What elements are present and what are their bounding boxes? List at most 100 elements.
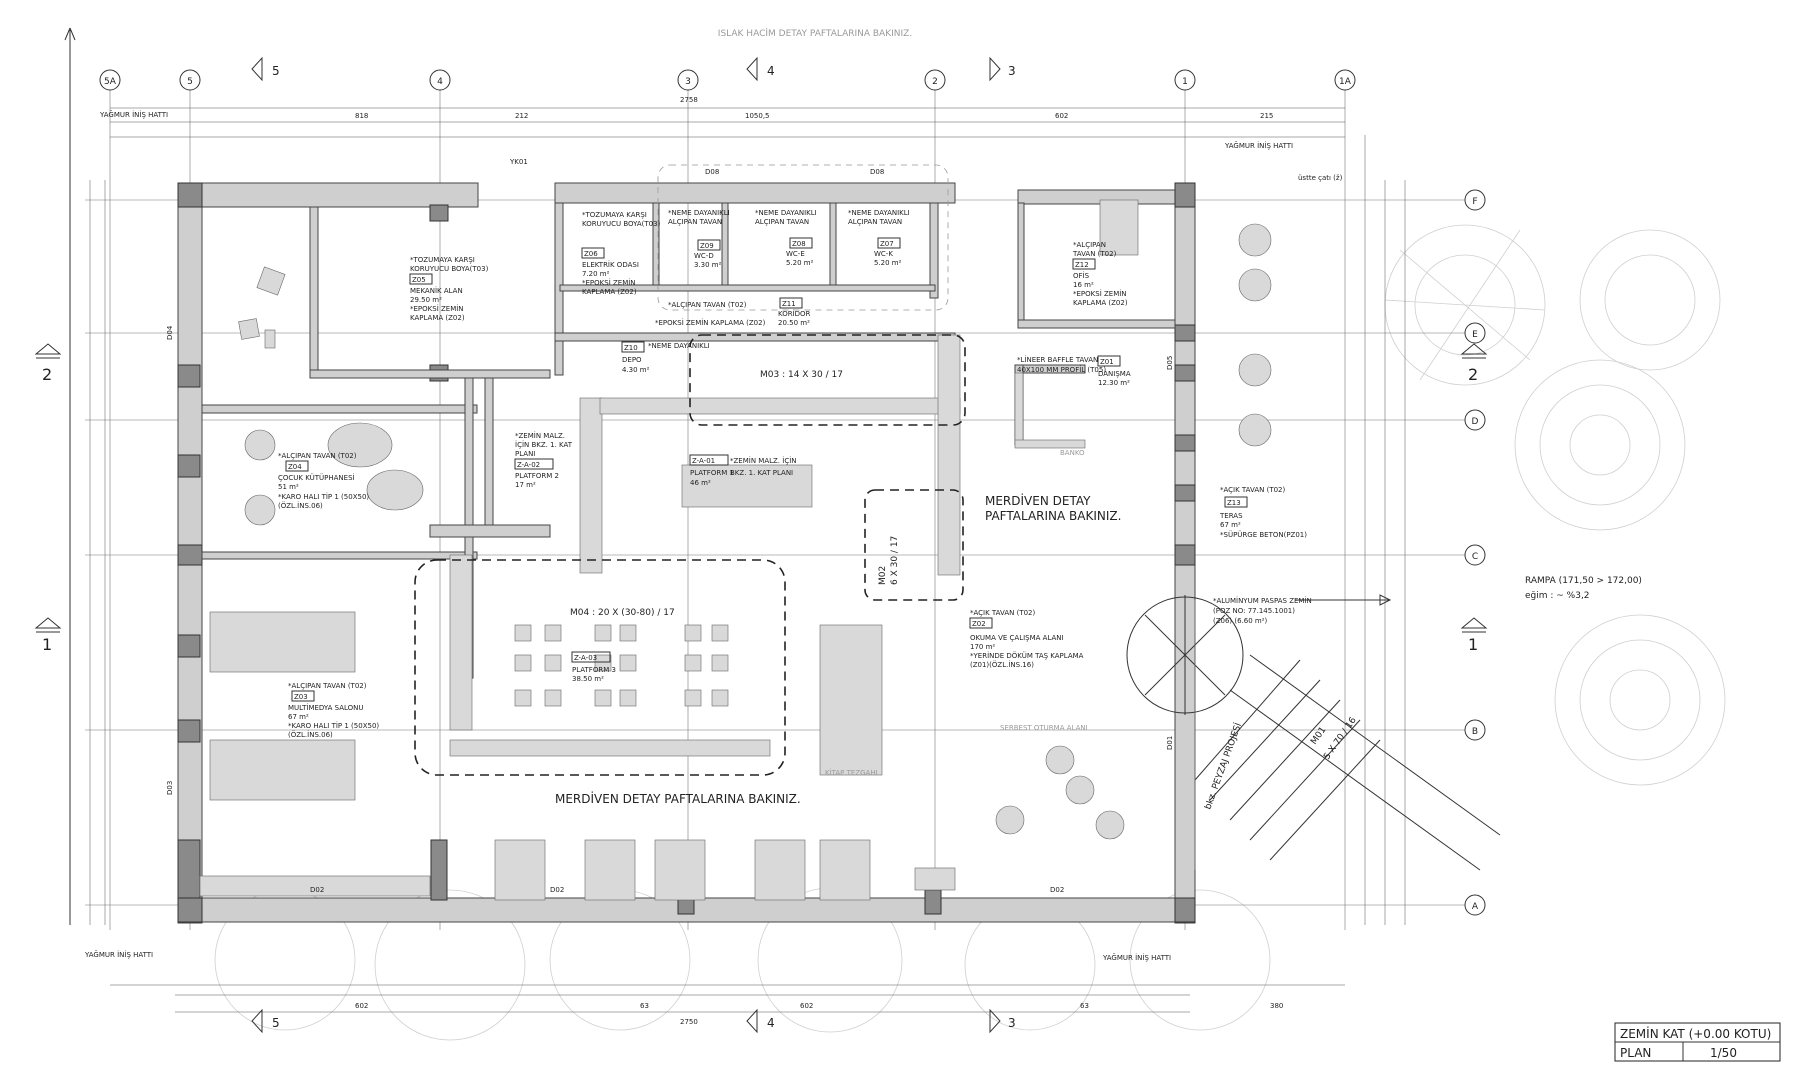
grid-label-a: A	[1472, 902, 1479, 912]
svg-text:KORUYUCU BOYA(T03): KORUYUCU BOYA(T03)	[582, 220, 661, 228]
svg-text:*EPOKSİ ZEMİN: *EPOKSİ ZEMİN	[582, 278, 636, 287]
grid-label-1a: 1A	[1339, 77, 1352, 87]
dim-bot-3: 602	[800, 1002, 813, 1010]
svg-text:PLATFORM 3: PLATFORM 3	[572, 666, 616, 674]
section-5-top: 5	[272, 64, 280, 78]
plan-type: PLAN	[1620, 1046, 1651, 1060]
dim-bot-total: 2750	[680, 1018, 698, 1026]
svg-text:WC-D: WC-D	[694, 252, 714, 260]
section-2-right: 2	[1468, 365, 1478, 384]
svg-text:5.20 m²: 5.20 m²	[786, 259, 814, 267]
kitap-label: KİTAP TEZGAHI	[825, 768, 878, 777]
svg-text:OKUMA VE ÇALIŞMA ALANI: OKUMA VE ÇALIŞMA ALANI	[970, 634, 1064, 642]
dim-top-4: 602	[1055, 112, 1068, 120]
room-label-z01: *LİNEER BAFFLE TAVAN 40X100 MM PROFİL (T…	[1017, 355, 1131, 387]
svg-text:Z-A-02: Z-A-02	[517, 461, 540, 469]
paspas-note-1: *ALUMİNYUM PASPAS ZEMİN	[1213, 596, 1312, 605]
section-2-left: 2	[42, 365, 52, 384]
svg-text:Z10: Z10	[624, 344, 638, 352]
stair-label-m02a: M02	[878, 566, 888, 585]
svg-text:PLATFORM 1: PLATFORM 1	[690, 469, 734, 477]
svg-text:*EPOKSİ ZEMİN KAPLAMA (Z02): *EPOKSİ ZEMİN KAPLAMA (Z02)	[655, 318, 766, 327]
svg-text:WC-K: WC-K	[874, 250, 893, 258]
svg-text:Z11: Z11	[782, 300, 796, 308]
svg-text:(ÖZL.İNS.06): (ÖZL.İNS.06)	[288, 730, 333, 739]
door-tag-d08a: D08	[705, 168, 719, 176]
revolving-entrance	[1126, 595, 1244, 715]
svg-text:*LİNEER BAFFLE TAVAN: *LİNEER BAFFLE TAVAN	[1017, 355, 1098, 364]
door-tag-d02c: D02	[1050, 886, 1064, 894]
room-label-z09: *NEME DAYANIKLI ALÇIPAN TAVAN Z09 WC-D 3…	[668, 209, 730, 269]
grid-label-4: 4	[437, 77, 443, 87]
svg-text:*NEME DAYANIKLI: *NEME DAYANIKLI	[648, 342, 710, 350]
roof-above-note: üstte çatı (ž)	[1298, 174, 1343, 182]
grid-label-5a: 5A	[104, 77, 117, 87]
svg-text:3.30 m²: 3.30 m²	[694, 261, 722, 269]
outer-walls	[177, 182, 1196, 924]
svg-text:*ZEMİN MALZ. İÇİN: *ZEMİN MALZ. İÇİN	[730, 456, 797, 465]
svg-text:*KARO HALI TİP 1 (50X50): *KARO HALI TİP 1 (50X50)	[288, 721, 379, 730]
section-1-left: 1	[42, 635, 52, 654]
svg-text:Z01: Z01	[1100, 358, 1114, 366]
section-3-bot: 3	[1008, 1016, 1016, 1030]
svg-text:4.30 m²: 4.30 m²	[622, 366, 650, 374]
svg-text:*ALÇIPAN: *ALÇIPAN	[1073, 241, 1106, 249]
ramp-label: RAMPA (171,50 > 172,00)	[1525, 576, 1642, 586]
stair-detail-note-2: MERDİVEN DETAY PAFTALARINA BAKINIZ.	[555, 791, 801, 806]
svg-text:KAPLAMA (Z02): KAPLAMA (Z02)	[1073, 299, 1128, 307]
svg-text:(Z01)(ÖZL.İNS.16): (Z01)(ÖZL.İNS.16)	[970, 660, 1034, 669]
section-marks	[34, 56, 1488, 1034]
dim-top-total: 2758	[680, 96, 698, 104]
stair-detail-zones	[414, 164, 966, 776]
svg-text:(ÖZL.İNS.06): (ÖZL.İNS.06)	[278, 501, 323, 510]
svg-text:67 m²: 67 m²	[1220, 521, 1241, 529]
svg-text:TERAS: TERAS	[1219, 512, 1243, 520]
furniture	[199, 199, 1272, 901]
svg-text:Z04: Z04	[288, 463, 302, 471]
door-tag-d05: D05	[1166, 356, 1174, 370]
platform-label-za02: *ZEMİN MALZ. İÇİN BKZ. 1. KAT PLANI Z-A-…	[514, 431, 573, 489]
door-tag-d02b: D02	[550, 886, 564, 894]
svg-text:KAPLAMA (Z02): KAPLAMA (Z02)	[410, 314, 465, 322]
grid-label-b: B	[1472, 727, 1478, 737]
svg-text:*TOZUMAYA KARŞI: *TOZUMAYA KARŞI	[410, 256, 475, 264]
svg-text:KORİDOR: KORİDOR	[778, 309, 811, 318]
svg-text:29.50 m²: 29.50 m²	[410, 296, 442, 304]
plan-title: ZEMİN KAT (+0.00 KOTU)	[1620, 1026, 1771, 1041]
svg-text:ALÇIPAN TAVAN: ALÇIPAN TAVAN	[668, 218, 722, 226]
room-label-z03: *ALÇIPAN TAVAN (T02) Z03 MULTİMEDYA SALO…	[288, 682, 379, 739]
stair-label-m03: M03 : 14 X 30 / 17	[760, 370, 843, 380]
svg-text:ALÇIPAN TAVAN: ALÇIPAN TAVAN	[755, 218, 809, 226]
platform-label-za03: Z-A-03 PLATFORM 3 38.50 m²	[571, 651, 616, 683]
rain-pipe-bottom-left: YAĞMUR İNİŞ HATTI	[84, 950, 153, 959]
svg-text:16 m²: 16 m²	[1073, 281, 1094, 289]
svg-text:*ALÇIPAN TAVAN (T02): *ALÇIPAN TAVAN (T02)	[288, 682, 367, 690]
svg-text:ELEKTRİK ODASI: ELEKTRİK ODASI	[582, 260, 639, 269]
grid-label-5: 5	[187, 77, 193, 87]
banko-label: BANKO	[1060, 449, 1085, 457]
svg-text:40X100 MM PROFİL (T05): 40X100 MM PROFİL (T05)	[1017, 365, 1106, 374]
stair-label-m02b: 6 X 30 / 17	[890, 536, 900, 585]
rain-pipe-bottom-right: YAĞMUR İNİŞ HATTI	[1102, 953, 1171, 962]
svg-text:*NEME DAYANIKLI: *NEME DAYANIKLI	[848, 209, 910, 217]
interior-walls	[201, 202, 1176, 679]
section-4-bot: 4	[767, 1016, 775, 1030]
svg-text:Z-A-03: Z-A-03	[574, 654, 597, 662]
landscape-trees	[214, 224, 1726, 1041]
section-1-right: 1	[1468, 635, 1478, 654]
svg-text:*ZEMİN MALZ.: *ZEMİN MALZ.	[515, 431, 565, 440]
svg-text:Z03: Z03	[294, 693, 308, 701]
svg-text:Z-A-01: Z-A-01	[692, 457, 715, 465]
svg-text:OFİS: OFİS	[1073, 271, 1090, 280]
rain-pipe-top-right: YAĞMUR İNİŞ HATTI	[1224, 141, 1293, 150]
svg-text:170 m²: 170 m²	[970, 643, 995, 651]
section-4-top: 4	[767, 64, 775, 78]
svg-text:ALÇIPAN TAVAN: ALÇIPAN TAVAN	[848, 218, 902, 226]
svg-text:BKZ. 1. KAT PLANI: BKZ. 1. KAT PLANI	[730, 469, 793, 477]
room-label-z12: *ALÇIPAN TAVAN (T02) Z12 OFİS 16 m² *EPO…	[1072, 241, 1128, 307]
grid-label-2: 2	[932, 77, 938, 87]
svg-text:KAPLAMA (Z02): KAPLAMA (Z02)	[582, 288, 637, 296]
peyzaj-label: bkz. PEYZAJ PROJESİ	[1202, 721, 1244, 811]
svg-text:Z12: Z12	[1075, 261, 1089, 269]
stair-label-m01a: M01	[1309, 725, 1328, 746]
